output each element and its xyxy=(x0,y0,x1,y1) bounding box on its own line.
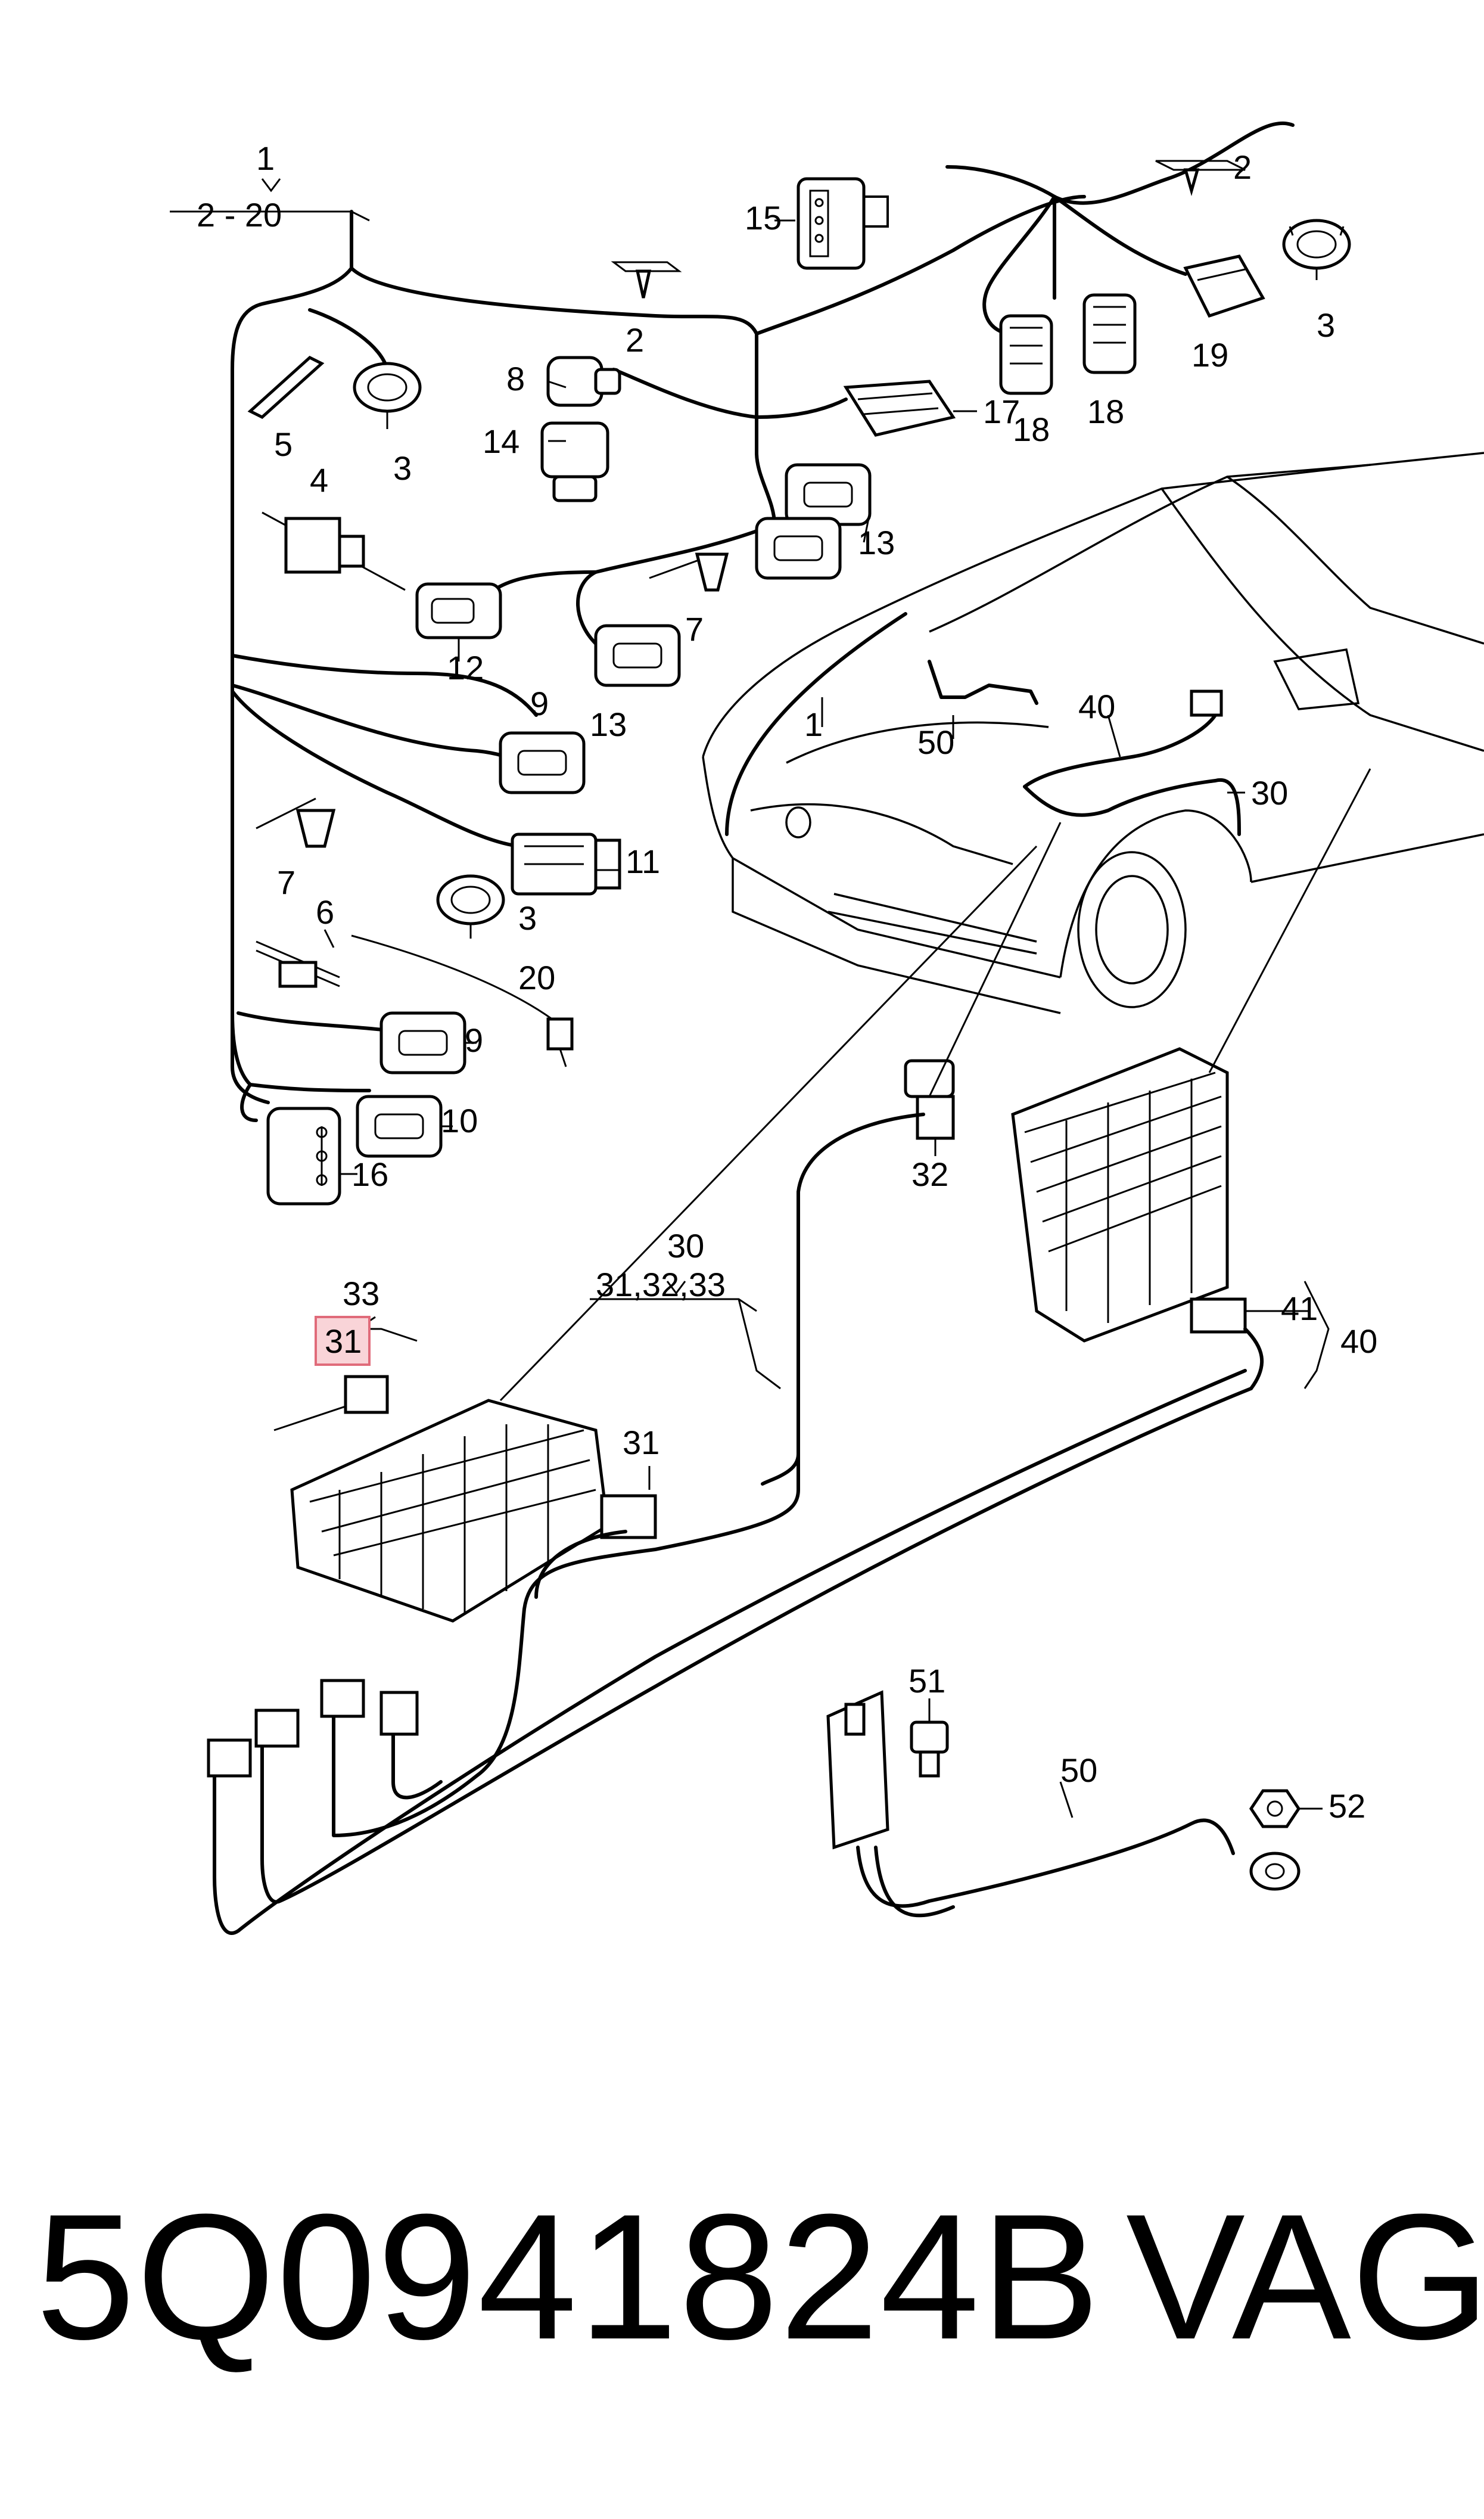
connector-41 xyxy=(1190,1297,1264,1390)
connector-11 xyxy=(511,833,621,896)
connector-16 xyxy=(266,1107,341,1206)
callout-19: 19 xyxy=(1191,336,1228,374)
footer: 5Q0941824B VAG xyxy=(0,2169,1484,2384)
holder-4 xyxy=(262,511,406,591)
callout-1-range: 2 - 20 xyxy=(197,196,282,234)
callout-52: 52 xyxy=(1329,1787,1365,1825)
car-illustration xyxy=(702,452,1484,1014)
callout-3-low: 3 xyxy=(518,899,537,937)
callout-12: 12 xyxy=(447,649,484,687)
callout-18-b: 18 xyxy=(1087,393,1124,430)
callout-33: 33 xyxy=(343,1275,379,1312)
connector-19 xyxy=(1183,254,1265,318)
callout-40-bracket: 40 xyxy=(1340,1322,1377,1360)
grommet-3-low xyxy=(436,874,505,939)
callout-51: 51 xyxy=(909,1662,945,1700)
callout-1-top: 1 xyxy=(256,139,275,177)
connector-10 xyxy=(356,1095,443,1158)
grommet-3-left xyxy=(353,362,422,429)
clip-7-a xyxy=(649,552,729,592)
callout-16: 16 xyxy=(351,1156,388,1193)
highlight-box-31 xyxy=(315,1316,371,1366)
callout-17: 17 xyxy=(983,393,1020,430)
callout-9-b: 9 xyxy=(465,1021,483,1059)
callout-50: 50 xyxy=(1060,1751,1097,1789)
callout-6: 6 xyxy=(316,893,334,931)
brand-label: VAG xyxy=(1126,2176,1484,2377)
grommet-3-top xyxy=(1282,219,1351,280)
callout-2-top-right: 2 xyxy=(1233,148,1252,186)
part-number: 5Q0941824B xyxy=(36,2176,1102,2377)
connector-17 xyxy=(843,380,956,437)
callout-11: 11 xyxy=(626,843,660,880)
callout-9-a: 9 xyxy=(530,685,549,722)
fuse-box-33 xyxy=(273,1375,609,1623)
callout-31-highlight: 31 xyxy=(325,1322,362,1360)
callout-30-group-range: 31,32,33 xyxy=(596,1266,726,1303)
callout-8: 8 xyxy=(506,360,525,397)
connector-13-a xyxy=(785,463,872,526)
connector-12 xyxy=(415,582,502,639)
callout-18-a: 18 xyxy=(1013,411,1050,448)
sensor-8 xyxy=(546,356,621,407)
callout-2-mid: 2 xyxy=(626,321,644,359)
relay-box-40 xyxy=(1011,1047,1241,1343)
connector-13-c xyxy=(594,624,681,687)
callout-40-car: 40 xyxy=(1078,688,1115,725)
callout-14: 14 xyxy=(483,423,519,460)
connector-13-b xyxy=(755,517,842,580)
callout-1-car: 1 xyxy=(804,706,823,743)
clip-5 xyxy=(247,356,325,419)
connector-9-b xyxy=(379,1011,466,1074)
clip-2-mid xyxy=(611,261,682,299)
callout-10: 10 xyxy=(441,1102,478,1139)
callout-30-group: 30 xyxy=(667,1227,704,1265)
callout-3-top-right: 3 xyxy=(1317,306,1335,344)
callout-32: 32 xyxy=(911,1156,948,1193)
bolt-51 xyxy=(910,1720,949,1778)
callout-4: 4 xyxy=(310,461,328,499)
callout-7-b: 7 xyxy=(277,864,295,901)
ground-strap-50 xyxy=(826,1690,1301,1918)
callout-13-a: 13 xyxy=(858,524,895,561)
clip-31 xyxy=(600,1494,657,1539)
callout-50-car: 50 xyxy=(917,723,954,761)
nut-52 xyxy=(1249,1789,1301,1828)
callout-3-left: 3 xyxy=(393,449,412,487)
lower-harnesses xyxy=(207,1113,1253,1935)
connector-9-a xyxy=(499,731,586,794)
callout-labels: 1 2 - 20 2 15 3 19 18 18 17 13 13 2 5 3 … xyxy=(197,139,1377,1825)
clip-7-b xyxy=(256,797,336,848)
callout-7-a: 7 xyxy=(685,610,704,648)
callout-20: 20 xyxy=(518,959,555,996)
connector-18-a xyxy=(999,314,1053,395)
cable-tie-20 xyxy=(351,934,574,1067)
callout-30-car: 30 xyxy=(1251,774,1288,812)
connector-18-b xyxy=(1082,293,1137,374)
parts-diagram: 1 2 - 20 2 15 3 19 18 18 17 13 13 2 5 3 … xyxy=(170,121,1484,1935)
callout-15: 15 xyxy=(745,199,782,237)
callout-41: 41 xyxy=(1281,1290,1318,1327)
sensor-32 xyxy=(904,1059,955,1140)
sensor-14 xyxy=(540,421,609,502)
clip-6 xyxy=(256,940,340,988)
connector-15 xyxy=(797,177,889,270)
callout-13-b: 13 xyxy=(590,706,627,743)
callout-5: 5 xyxy=(274,425,293,463)
callout-31-box: 31 xyxy=(623,1424,659,1461)
main-wiring-harness xyxy=(170,121,1351,1206)
